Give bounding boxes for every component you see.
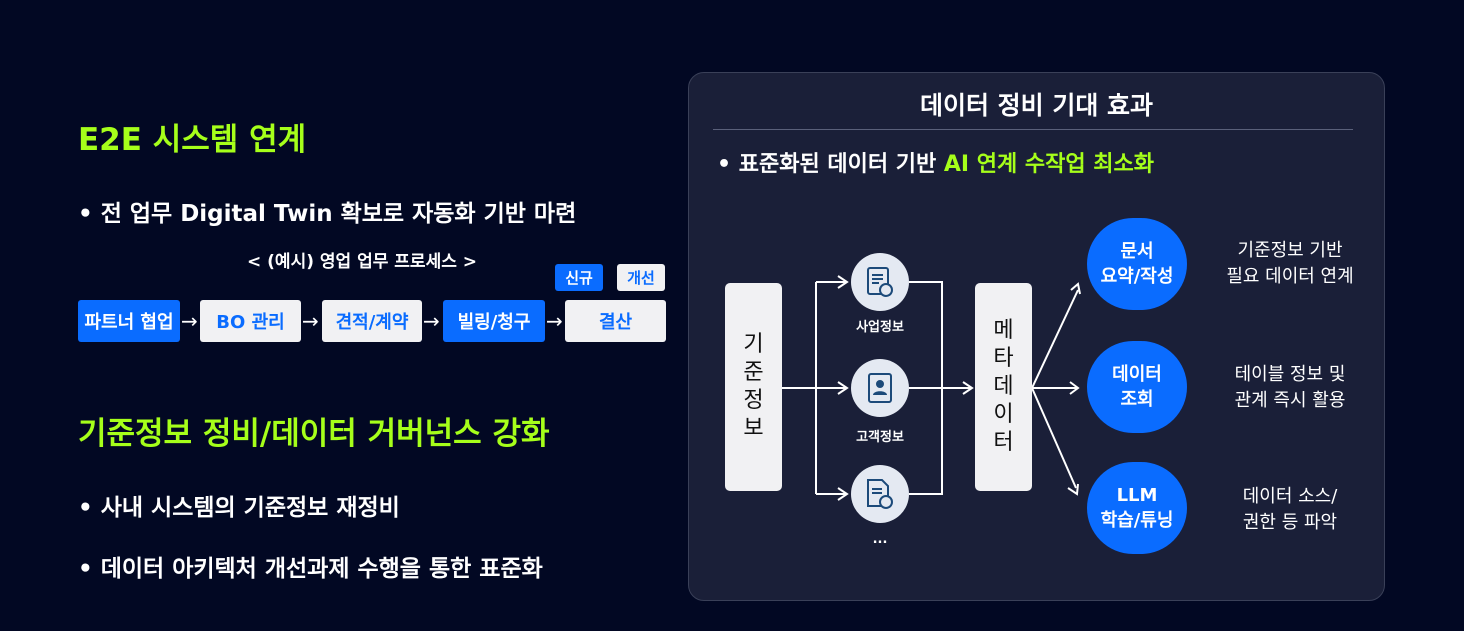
desc-line: 테이블 정보 및 — [1234, 364, 1346, 385]
box-char: 이 — [993, 402, 1014, 427]
process-step: BO 관리 — [200, 300, 301, 342]
source-label: 고객정보 — [856, 430, 904, 445]
source-label: ... — [872, 532, 888, 547]
section1-title: E2E 시스템 연계 — [78, 122, 307, 158]
legend-improved: 개선 — [617, 264, 665, 291]
box-char: 타 — [993, 346, 1014, 371]
effect-llm-training: LLM 학습/튜닝 — [1087, 462, 1187, 554]
bullet-highlight: AI 연계 수작업 최소화 — [943, 152, 1154, 177]
source-label: 사업정보 — [856, 320, 904, 335]
effect-label: 요약/작성 — [1100, 266, 1174, 287]
section2-bullet: • 사내 시스템의 기준정보 재정비 — [78, 495, 400, 521]
desc-line: 필요 데이터 연계 — [1226, 266, 1354, 287]
arrow-icon: → — [423, 309, 440, 333]
divider — [713, 129, 1353, 130]
desc-line: 관계 즉시 활용 — [1234, 390, 1346, 411]
legend-new: 신규 — [555, 264, 603, 291]
arrow-icon: → — [302, 309, 319, 333]
box-char: 준 — [743, 360, 764, 385]
effect-label: 문서 — [1120, 241, 1154, 262]
desc-line: 기준정보 기반 — [1237, 240, 1343, 261]
document-dollar-icon — [851, 253, 909, 311]
box-char: 보 — [743, 416, 764, 441]
box-char: 정 — [743, 388, 764, 413]
bullet-text: • 표준화된 데이터 기반 — [717, 152, 944, 177]
desc-line: 권한 등 파악 — [1242, 512, 1338, 533]
process-step: 결산 — [565, 300, 666, 342]
process-caption: < (예시) 영업 업무 프로세스 > — [247, 252, 478, 272]
process-step: 빌링/청구 — [443, 300, 545, 342]
arrow-icon: → — [546, 309, 563, 333]
arrow-icon: → — [181, 309, 198, 333]
document-info-icon — [851, 465, 909, 523]
box-char: 메 — [993, 318, 1014, 343]
effects-panel — [688, 72, 1385, 601]
desc-line: 데이터 소스/ — [1242, 486, 1338, 507]
panel-title: 데이터 정비 기대 효과 — [919, 91, 1154, 120]
box-char: 터 — [993, 430, 1014, 455]
section1-bullet: • 전 업무 Digital Twin 확보로 자동화 기반 마련 — [78, 201, 577, 227]
effect-label: LLM — [1116, 485, 1158, 506]
section2-bullet: • 데이터 아키텍처 개선과제 수행을 통한 표준화 — [78, 556, 543, 582]
effect-label: 학습/튜닝 — [1100, 510, 1174, 531]
process-step: 견적/계약 — [322, 300, 422, 342]
effect-desc: 데이터 소스/권한 등 파악 — [1205, 484, 1375, 536]
section2-title: 기준정보 정비/데이터 거버넌스 강화 — [78, 416, 550, 452]
box-char: 데 — [993, 374, 1014, 399]
effect-label: 조회 — [1120, 389, 1154, 410]
effect-label: 데이터 — [1112, 364, 1162, 385]
box-char: 기 — [743, 332, 764, 357]
panel-bullet: • 표준화된 데이터 기반 AI 연계 수작업 최소화 — [717, 146, 1154, 178]
process-step: 파트너 협업 — [78, 300, 180, 342]
person-card-icon — [851, 359, 909, 417]
